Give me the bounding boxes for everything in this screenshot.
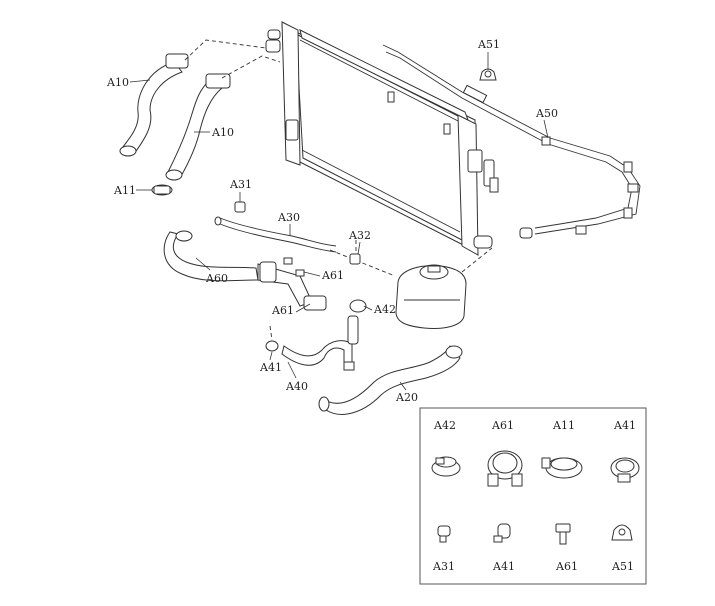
hose-a40 (281, 315, 359, 371)
legend-bolt-a61 (555, 523, 571, 545)
callout-a10: A10 (106, 76, 129, 89)
hose-a20 (318, 345, 463, 415)
legend-clamp-a11 (541, 457, 583, 479)
callout-a50: A50 (535, 107, 558, 120)
callout-a32: A32 (348, 229, 371, 242)
callout-a11: A11 (113, 184, 136, 197)
connection-line (221, 55, 281, 79)
connection-line (269, 325, 273, 341)
callout-a30: A30 (277, 211, 300, 224)
expansion-tank (395, 264, 467, 329)
clip-a51 (479, 68, 497, 81)
clip-a32 (349, 253, 361, 265)
callout-a61: A61 (271, 304, 294, 317)
legend-clip-a51 (611, 524, 633, 541)
hose-a10-upper (119, 53, 189, 157)
callout-a61: A61 (321, 269, 344, 282)
radiator (265, 21, 499, 256)
clip-a42 (349, 299, 367, 313)
callout-a40: A40 (285, 380, 308, 393)
legend-label-top: A11 (552, 419, 575, 432)
legend-clip-a42 (431, 456, 461, 477)
callout-a60: A60 (205, 272, 228, 285)
legend-label-top: A61 (491, 419, 514, 432)
legend-label-top: A41 (613, 419, 636, 432)
legend-label-top: A42 (433, 419, 456, 432)
clip-a41 (265, 340, 279, 352)
bolt-a61 (283, 257, 305, 277)
callout-a41: A41 (259, 361, 282, 374)
legend-clip-a31 (437, 525, 451, 543)
pipe-a30 (214, 216, 337, 253)
callout-a10: A10 (211, 126, 234, 139)
clip-a11 (151, 184, 173, 196)
legend-clip-a41-small (493, 523, 511, 543)
connection-line (329, 249, 396, 277)
legend-clip-a41 (610, 457, 640, 483)
leader-lines (129, 52, 549, 391)
parts-legend: A42 A61 A11 A41 A31 A41 A61 A51 (419, 407, 647, 585)
legend-label-bottom: A61 (555, 560, 578, 573)
callout-a51: A51 (477, 38, 500, 51)
callout-a20: A20 (395, 391, 418, 404)
legend-clamp-a61 (487, 450, 523, 487)
legend-label-bottom: A31 (432, 560, 455, 573)
hose-a10-lower (165, 73, 231, 181)
clip-a31 (234, 201, 246, 213)
callout-a31: A31 (229, 178, 252, 191)
legend-label-bottom: A41 (492, 560, 515, 573)
legend-label-bottom: A51 (611, 560, 634, 573)
hose-a50 (382, 44, 641, 239)
connection-line (184, 39, 267, 61)
callout-a42: A42 (373, 303, 396, 316)
